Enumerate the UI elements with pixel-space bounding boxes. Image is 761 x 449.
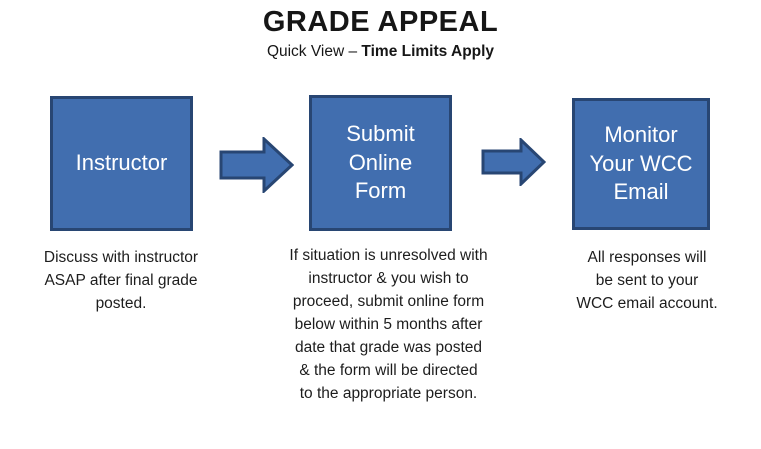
right-arrow-icon — [219, 137, 294, 193]
step-description-instructor: Discuss with instructor ASAP after final… — [43, 249, 199, 312]
subtitle-emphasis: Time Limits Apply — [361, 43, 495, 60]
step-box-instructor-label: Instructor — [75, 150, 168, 176]
step-description-submit-online-form: If situation is unresolved with instruct… — [289, 247, 488, 402]
right-arrow-shape — [219, 137, 294, 193]
subtitle-prefix: Quick View – — [266, 43, 362, 60]
step-box-monitor-wcc-email-label: Monitor Your WCC Email — [589, 122, 693, 205]
step-box-monitor-wcc-email: Monitor Your WCC Email — [572, 98, 710, 230]
step-description-monitor-wcc-email: All responses will be sent to your WCC e… — [576, 249, 718, 312]
step-box-submit-online-form: Submit Online Form — [309, 95, 452, 231]
step-box-instructor: Instructor — [50, 96, 193, 231]
right-arrow-icon — [481, 138, 546, 186]
step-box-submit-online-form-label: Submit Online Form — [346, 121, 415, 204]
page-subtitle: Quick View – Time Limits Apply — [0, 43, 761, 61]
page-title: GRADE APPEAL — [262, 6, 499, 38]
right-arrow-shape — [481, 138, 546, 186]
